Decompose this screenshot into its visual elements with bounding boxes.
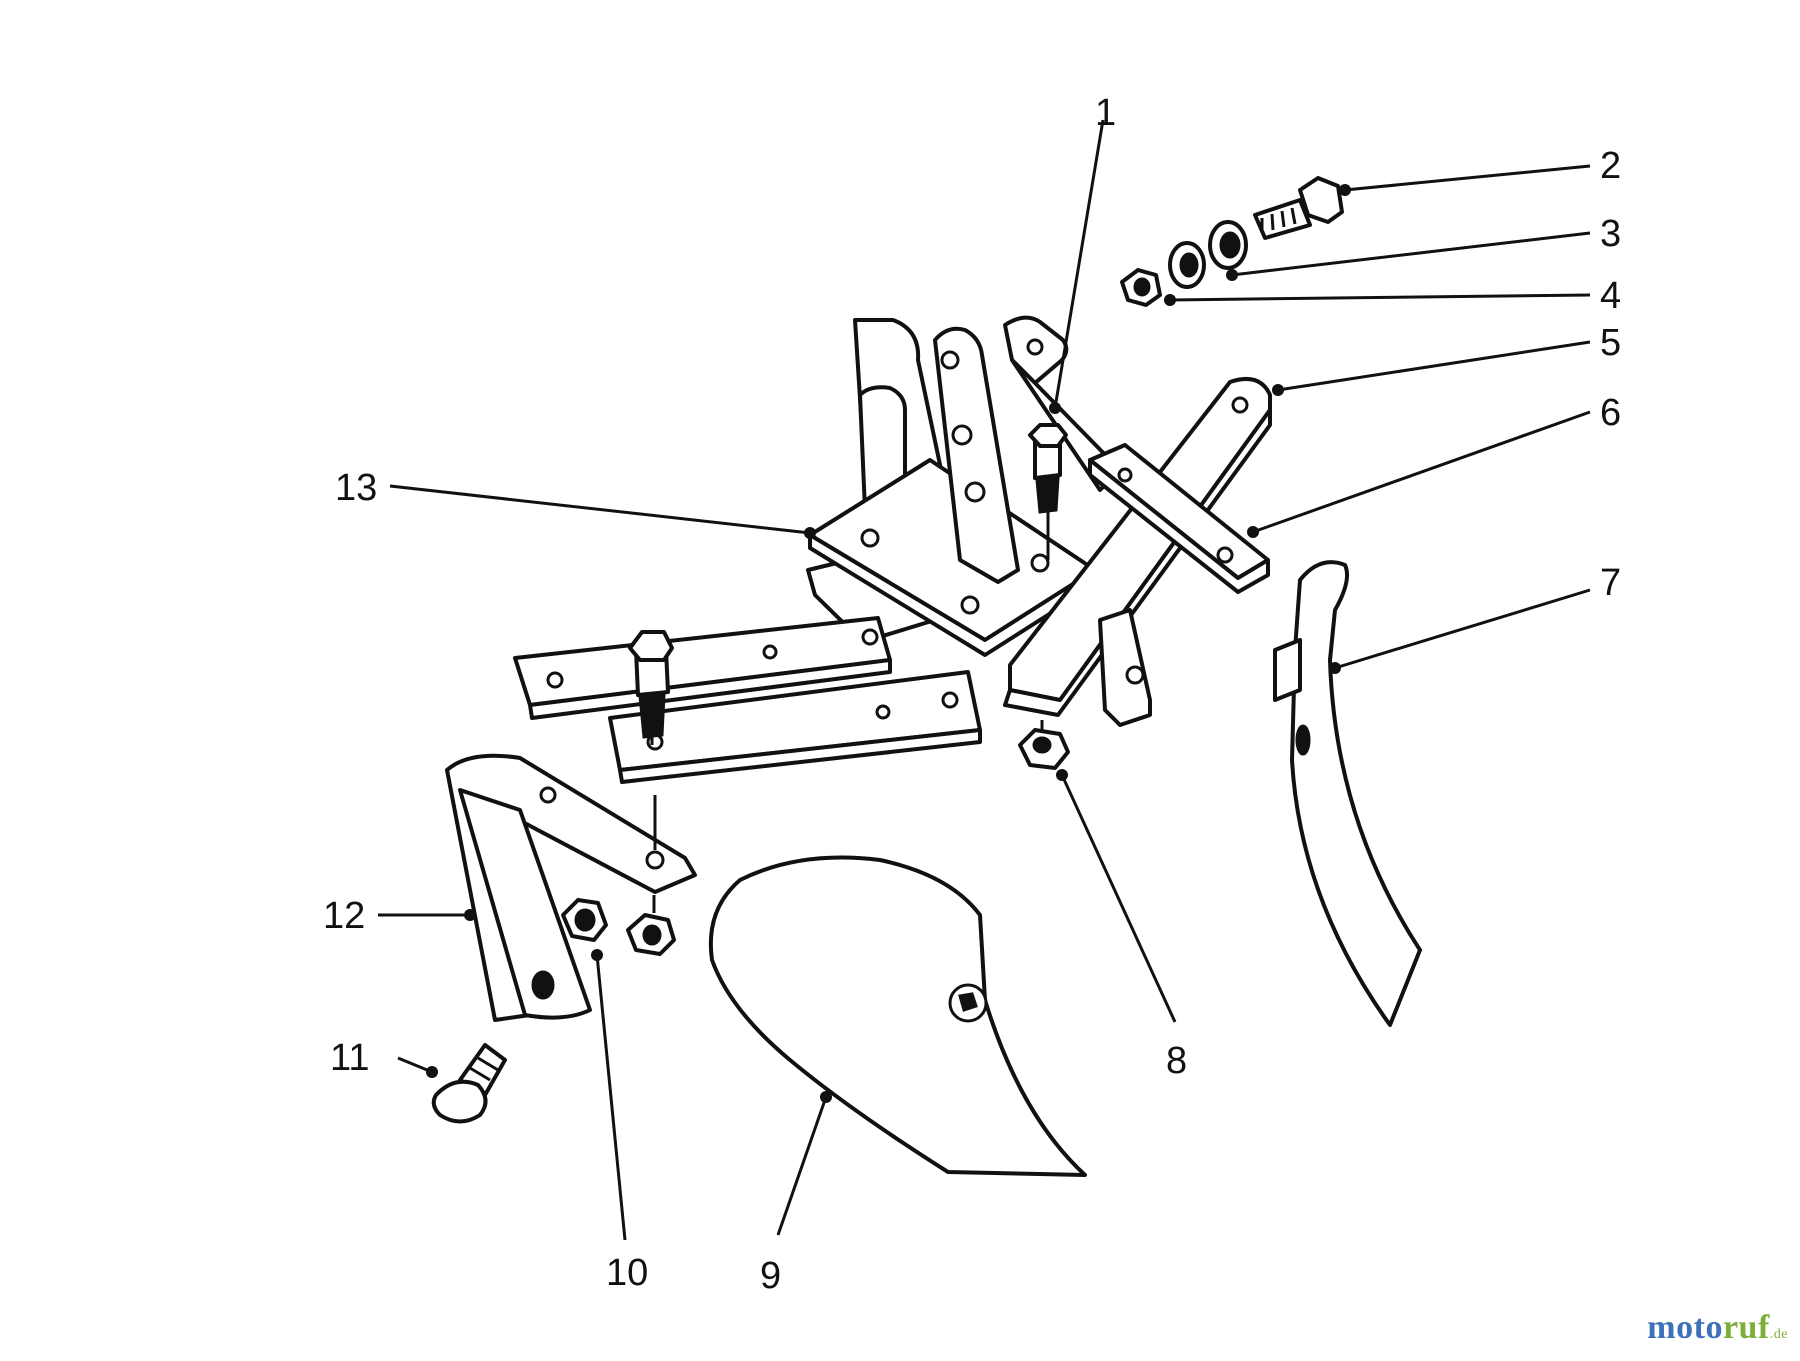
nut-lower-brace bbox=[626, 895, 676, 956]
part-3-washer-second bbox=[1168, 241, 1206, 289]
watermark-logo: motoruf.de bbox=[1647, 1309, 1788, 1347]
part-11-carriage-bolt bbox=[431, 1043, 507, 1124]
part-7-shin bbox=[1273, 560, 1422, 1027]
label-2: 2 bbox=[1600, 145, 1621, 187]
vertical-bolt-upper bbox=[1028, 423, 1068, 560]
watermark-part-1: moto bbox=[1647, 1309, 1723, 1346]
part-3-washer bbox=[1208, 220, 1248, 270]
part-6-cross-strap bbox=[1088, 443, 1270, 727]
label-5: 5 bbox=[1600, 322, 1621, 364]
label-7: 7 bbox=[1600, 562, 1621, 604]
watermark-part-3: .de bbox=[1769, 1327, 1788, 1342]
lower-bar-lower bbox=[608, 670, 982, 784]
label-3: 3 bbox=[1600, 213, 1621, 255]
label-10: 10 bbox=[606, 1252, 648, 1294]
part-12-brace bbox=[445, 753, 697, 1022]
watermark-part-2: ruf bbox=[1722, 1309, 1770, 1346]
label-4: 4 bbox=[1600, 275, 1621, 317]
label-9: 9 bbox=[760, 1255, 781, 1297]
lower-bar-upper bbox=[513, 616, 892, 720]
part-9-moldboard bbox=[708, 855, 1087, 1177]
vertical-bolt-lower bbox=[628, 630, 674, 745]
part-2-bolt bbox=[1253, 176, 1344, 240]
callout-numbers: 1 2 3 4 5 6 7 8 9 10 11 12 13 bbox=[323, 92, 1621, 1297]
label-8: 8 bbox=[1166, 1040, 1187, 1082]
part-8-nut bbox=[1018, 720, 1070, 770]
part-10-nut bbox=[561, 898, 608, 942]
part-5-long-strap bbox=[1003, 377, 1272, 717]
leader-lines bbox=[378, 119, 1591, 1241]
part-4-nut bbox=[1120, 268, 1162, 307]
label-6: 6 bbox=[1600, 392, 1621, 434]
label-1: 1 bbox=[1095, 92, 1116, 134]
label-13: 13 bbox=[335, 467, 377, 509]
label-11: 11 bbox=[330, 1037, 369, 1079]
label-12: 12 bbox=[323, 895, 365, 937]
part-13-mounting-bracket bbox=[806, 318, 1097, 657]
